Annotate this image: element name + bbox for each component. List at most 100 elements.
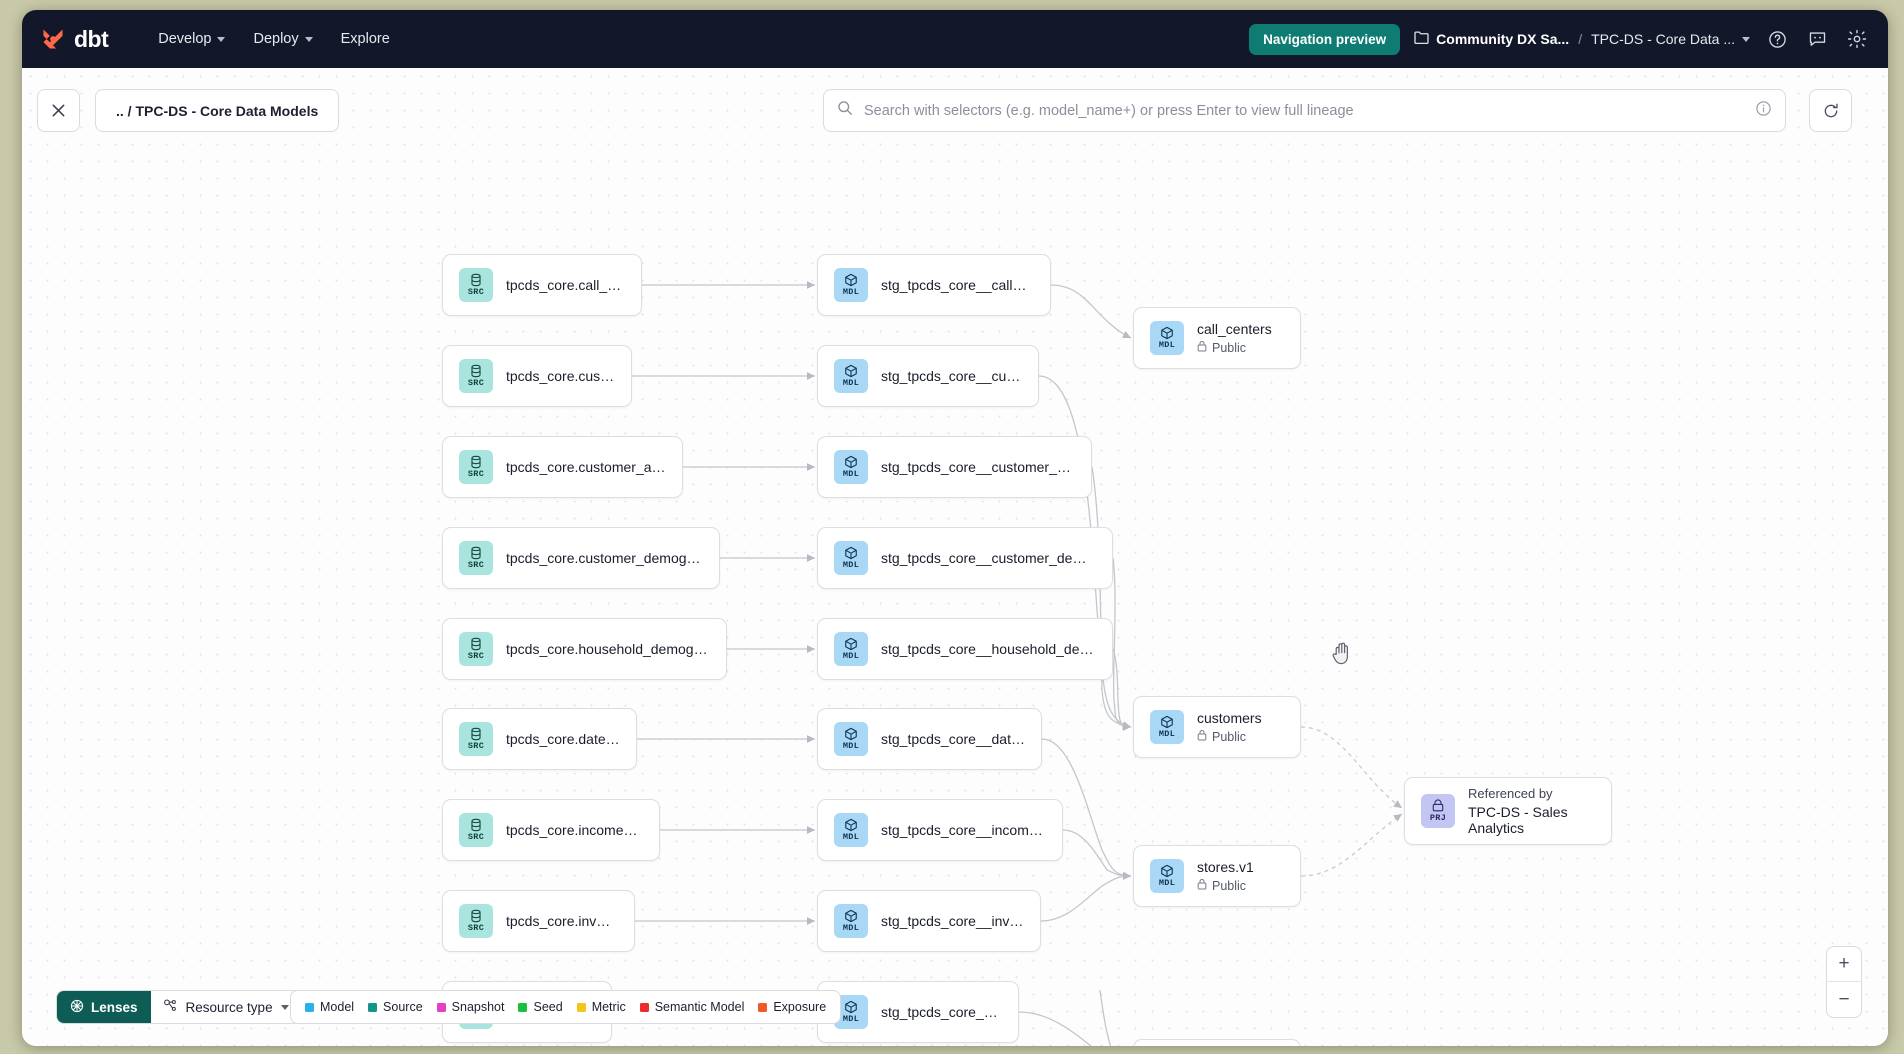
gear-icon[interactable]: [1844, 26, 1870, 52]
lineage-node-source[interactable]: SRC tpcds_core.call_center: [442, 254, 642, 316]
node-access-label: Public: [1212, 878, 1247, 893]
referenced-by-project: TPC-DS - Sales Analytics: [1468, 804, 1568, 836]
lineage-node-source[interactable]: SRC tpcds_core.customer_demographics: [442, 527, 720, 589]
node-access: Public: [1197, 340, 1272, 355]
lineage-canvas[interactable]: .. / TPC-DS - Core Data Models Search wi…: [22, 68, 1888, 1046]
legend-item-snapshot: Snapshot: [436, 1000, 504, 1014]
legend-swatch-model: [305, 1002, 314, 1012]
node-body: customers Public: [1197, 710, 1262, 744]
referenced-by-label: Referenced by: [1468, 786, 1553, 801]
lineage-node-source[interactable]: SRC tpcds_core.household_demographics: [442, 618, 727, 680]
breadcrumb-button[interactable]: .. / TPC-DS - Core Data Models: [95, 89, 340, 132]
lineage-node-source[interactable]: SRC tpcds_core.date_dim: [442, 708, 637, 770]
node-body: call_centers Public: [1197, 321, 1272, 355]
account-name: Community DX Sa...: [1436, 31, 1570, 47]
lineage-node-model[interactable]: MDL customers Public: [1133, 696, 1301, 758]
model-badge-label: MDL: [842, 560, 860, 571]
lineage-node-model[interactable]: MDL stg_tpcds_core__date_dim: [817, 708, 1042, 770]
model-badge-label: MDL: [842, 741, 860, 752]
legend-swatch-metric: [576, 1002, 586, 1012]
lineage-node-model[interactable]: MDL stg_tpcds_core__call_center: [817, 254, 1051, 316]
navbar-breadcrumb: Community DX Sa... / TPC-DS - Core Data …: [1414, 31, 1750, 47]
nav-develop-label: Develop: [158, 31, 212, 47]
zoom-out-button[interactable]: −: [1838, 988, 1850, 1010]
node-label: stg_tpcds_core__inventory: [881, 913, 1024, 929]
model-badge-icon: MDL: [834, 450, 868, 484]
lock-icon: [1197, 878, 1207, 893]
nav-deploy[interactable]: Deploy: [243, 25, 322, 53]
project-breadcrumb[interactable]: TPC-DS - Core Data ...: [1591, 31, 1750, 47]
canvas-toolbar: .. / TPC-DS - Core Data Models Search wi…: [22, 68, 1888, 132]
lineage-node-source[interactable]: SRC tpcds_core.customer_address: [442, 436, 683, 498]
legend-label: Semantic Model: [654, 1000, 745, 1014]
lineage-node-model[interactable]: MDL call_centers Public: [1133, 307, 1301, 369]
source-badge-label: SRC: [467, 560, 485, 571]
info-icon[interactable]: [1755, 100, 1772, 122]
node-label: tpcds_core.customer_demographics: [506, 550, 703, 566]
project-badge-icon: PRJ: [1421, 794, 1455, 828]
lineage-node-model[interactable]: MDL stg_tpcds_core__customer_demogra…: [817, 527, 1113, 589]
model-badge-label: MDL: [1158, 340, 1176, 351]
lineage-node-project[interactable]: PRJ Referenced by TPC-DS - Sales Analyti…: [1404, 777, 1612, 845]
source-badge-label: SRC: [467, 651, 485, 662]
source-badge-icon: SRC: [459, 450, 493, 484]
feedback-icon[interactable]: [1804, 26, 1830, 52]
legend-swatch-semantic-model: [639, 1002, 649, 1012]
navigation-preview-button[interactable]: Navigation preview: [1249, 23, 1401, 55]
resource-type-dropdown[interactable]: Resource type: [150, 991, 301, 1023]
source-badge-icon: SRC: [459, 359, 493, 393]
node-access-label: Public: [1212, 340, 1247, 355]
legend-item-seed: Seed: [518, 1000, 563, 1014]
help-icon[interactable]: [1764, 26, 1790, 52]
node-label: stg_tpcds_core__customer: [881, 368, 1022, 384]
close-button[interactable]: [37, 89, 80, 132]
source-badge-icon: SRC: [459, 722, 493, 756]
source-badge-label: SRC: [467, 832, 485, 843]
lineage-node-source[interactable]: SRC tpcds_core.inventory: [442, 890, 635, 952]
chevron-down-icon: [1742, 36, 1750, 42]
node-label: stg_tpcds_core__customer_demogra…: [881, 550, 1096, 566]
lineage-node-model[interactable]: MDL stores.v1 Public: [1133, 845, 1301, 907]
node-label: tpcds_core.inventory: [506, 913, 618, 929]
legend-item-exposure: Exposure: [758, 1000, 826, 1014]
node-access: Public: [1197, 878, 1254, 893]
lineage-node-model[interactable]: MDL stg_tpcds_core__household_demogr…: [817, 618, 1113, 680]
lineage-node-source[interactable]: SRC tpcds_core.customer: [442, 345, 632, 407]
nav-develop[interactable]: Develop: [148, 25, 235, 53]
dbt-logo[interactable]: dbt: [40, 26, 109, 53]
bottom-toolbar: Lenses Resource type Model: [22, 946, 1888, 1046]
zoom-in-button[interactable]: +: [1827, 947, 1861, 982]
nav-explore[interactable]: Explore: [331, 25, 400, 53]
legend-swatch-exposure: [758, 1002, 768, 1012]
model-badge-icon: MDL: [834, 722, 868, 756]
node-label: tpcds_core.call_center: [506, 277, 625, 293]
lineage-node-model[interactable]: MDL stg_tpcds_core__inventory: [817, 890, 1041, 952]
node-label: tpcds_core.household_demographics: [506, 641, 710, 657]
model-badge-icon: MDL: [834, 359, 868, 393]
resource-type-label: Resource type: [185, 999, 273, 1015]
source-badge-icon: SRC: [459, 632, 493, 666]
lenses-button[interactable]: Lenses: [57, 991, 151, 1023]
lineage-node-model[interactable]: MDL stg_tpcds_core__customer: [817, 345, 1039, 407]
node-body: Referenced by TPC-DS - Sales Analytics: [1468, 786, 1595, 836]
search-input[interactable]: Search with selectors (e.g. model_name+)…: [823, 89, 1786, 132]
lineage-graph[interactable]: SRC tpcds_core.call_center SRC tpcds_cor…: [22, 130, 1888, 1046]
model-badge-label: MDL: [1158, 729, 1176, 740]
node-label: stg_tpcds_core__call_center: [881, 277, 1034, 293]
lineage-node-source[interactable]: SRC tpcds_core.income_band: [442, 799, 660, 861]
node-label: customers: [1197, 710, 1262, 726]
lens-group: Lenses Resource type: [56, 990, 302, 1024]
legend-label: Model: [320, 1000, 355, 1014]
node-body: stores.v1 Public: [1197, 859, 1254, 893]
model-badge-icon: MDL: [834, 268, 868, 302]
model-badge-label: MDL: [1158, 878, 1176, 889]
chevron-down-icon: [304, 36, 313, 42]
lineage-node-model[interactable]: MDL stg_tpcds_core__customer_address: [817, 436, 1092, 498]
source-badge-label: SRC: [467, 923, 485, 934]
lineage-node-model[interactable]: MDL stg_tpcds_core__income_band: [817, 799, 1063, 861]
node-access-label: Public: [1212, 729, 1247, 744]
account-breadcrumb[interactable]: Community DX Sa...: [1414, 31, 1569, 47]
resource-type-icon: [163, 998, 178, 1016]
legend-item-source: Source: [368, 1000, 423, 1014]
refresh-button[interactable]: [1809, 89, 1852, 132]
